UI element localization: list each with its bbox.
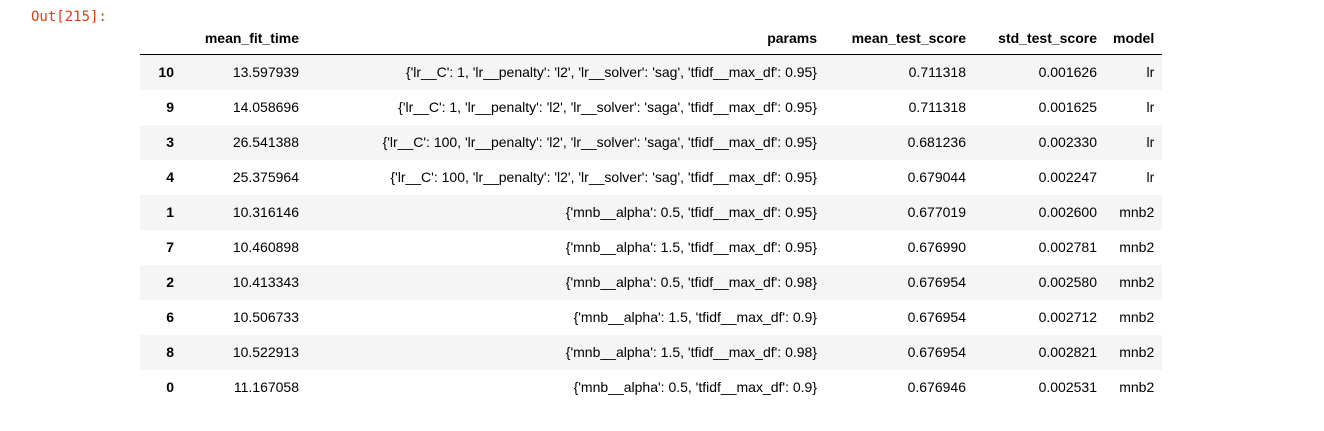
cell-std-test-score: 0.002712 bbox=[1038, 309, 1097, 325]
table-row: 9 14.058696 {'lr__C': 1, 'lr__penalty': 'l… bbox=[140, 90, 1162, 125]
cell-mean-test-score: 0.676946 bbox=[907, 379, 966, 395]
output-prompt: Out[215]: bbox=[31, 9, 107, 25]
row-index: 6 bbox=[166, 309, 174, 325]
cell-mean-test-score: 0.676954 bbox=[907, 344, 966, 360]
cell-mean-fit-time: 10.460898 bbox=[232, 239, 299, 255]
column-header-params: params bbox=[307, 21, 825, 55]
cell-mean-test-score: 0.711318 bbox=[908, 99, 966, 115]
table-row: 10 13.597939 {'lr__C': 1, 'lr__penalty': '… bbox=[140, 54, 1163, 90]
dataframe-table: mean_fit_time params mean_test_score std… bbox=[140, 21, 1163, 405]
cell-model: mnb2 bbox=[1119, 344, 1155, 360]
cell-std-test-score: 0.002247 bbox=[1038, 169, 1097, 185]
header-row: mean_fit_time params mean_test_score std… bbox=[140, 21, 1163, 55]
cell-model: lr bbox=[1146, 64, 1155, 81]
cell-params: {'mnb__alpha': 1.5, 'tfidf__max_df': 0.9… bbox=[573, 309, 817, 325]
cell-mean-fit-time: 10.522913 bbox=[232, 344, 299, 360]
row-index: 7 bbox=[166, 239, 174, 255]
cell-mean-fit-time: 10.316146 bbox=[232, 204, 299, 220]
table-row: 1 10.316146 {'mnb__alpha': 0.5, 'tfidf__ma… bbox=[140, 194, 1163, 230]
cell-params: {'mnb__alpha': 0.5, 'tfidf__max_df': 0.9… bbox=[565, 274, 817, 290]
column-header-mean-test-score: mean_test_score bbox=[825, 21, 974, 55]
row-index: 3 bbox=[166, 134, 174, 150]
column-header-model: model bbox=[1105, 21, 1163, 55]
table-row: 2 10.413343 {'mnb__alpha': 0.5, 'tfidf__ma… bbox=[140, 264, 1163, 300]
column-header-std-test-score: std_test_score bbox=[974, 21, 1105, 55]
table-row: 3 26.541388 {'lr__C': 100, 'lr__penalty': … bbox=[140, 124, 1163, 160]
cell-model: mnb2 bbox=[1119, 204, 1155, 220]
cell-mean-test-score: 0.679044 bbox=[907, 169, 966, 185]
cell-mean-test-score: 0.676990 bbox=[907, 239, 966, 255]
cell-mean-test-score: 0.677019 bbox=[907, 204, 966, 220]
cell-model: mnb2 bbox=[1119, 309, 1155, 325]
cell-params: {'mnb__alpha': 0.5, 'tfidf__max_df': 0.9… bbox=[573, 379, 817, 395]
row-index: 1 bbox=[166, 204, 174, 220]
table-row: 6 10.506733 {'mnb__alpha': 1.5, 'tfidf__ma… bbox=[140, 300, 1162, 335]
cell-std-test-score: 0.002781 bbox=[1038, 239, 1097, 255]
cell-std-test-score: 0.002531 bbox=[1038, 379, 1097, 395]
table-row: 0 11.167058 {'mnb__alpha': 0.5, 'tfidf__ma… bbox=[140, 370, 1162, 405]
cell-params: {'lr__C': 100, 'lr__penalty': 'l2', 'lr_… bbox=[382, 134, 817, 150]
cell-mean-fit-time: 13.597939 bbox=[232, 64, 299, 81]
row-index: 4 bbox=[166, 169, 174, 185]
table-row: 8 10.522913 {'mnb__alpha': 1.5, 'tfidf__ma… bbox=[140, 334, 1163, 370]
cell-mean-fit-time: 10.506733 bbox=[232, 309, 299, 325]
cell-model: lr bbox=[1146, 99, 1155, 115]
cell-std-test-score: 0.002600 bbox=[1038, 204, 1097, 220]
cell-mean-fit-time: 10.413343 bbox=[232, 274, 299, 290]
cell-model: mnb2 bbox=[1119, 274, 1155, 290]
row-index: 2 bbox=[166, 274, 174, 290]
cell-mean-fit-time: 14.058696 bbox=[232, 99, 299, 115]
row-index: 9 bbox=[166, 99, 174, 115]
table-row: 4 25.375964 {'lr__C': 100, 'lr__penalty': … bbox=[140, 160, 1162, 195]
cell-mean-fit-time: 26.541388 bbox=[232, 134, 299, 150]
cell-mean-fit-time: 11.167058 bbox=[233, 379, 299, 395]
cell-mean-test-score: 0.681236 bbox=[907, 134, 966, 150]
cell-std-test-score: 0.001626 bbox=[1038, 64, 1097, 81]
index-header bbox=[140, 21, 182, 55]
row-index: 8 bbox=[166, 344, 174, 360]
cell-model: lr bbox=[1146, 134, 1155, 150]
cell-mean-test-score: 0.676954 bbox=[907, 274, 966, 290]
cell-mean-test-score: 0.676954 bbox=[907, 309, 966, 325]
row-index: 10 bbox=[158, 64, 174, 81]
table-row: 7 10.460898 {'mnb__alpha': 1.5, 'tfidf__ma… bbox=[140, 230, 1162, 265]
cell-params: {'lr__C': 1, 'lr__penalty': 'l2', 'lr__s… bbox=[398, 99, 817, 115]
cell-std-test-score: 0.001625 bbox=[1038, 99, 1097, 115]
cell-model: lr bbox=[1146, 169, 1155, 185]
cell-std-test-score: 0.002580 bbox=[1038, 274, 1097, 290]
row-index: 0 bbox=[166, 379, 174, 395]
cell-mean-fit-time: 25.375964 bbox=[232, 169, 299, 185]
dataframe-output: mean_fit_time params mean_test_score std… bbox=[140, 21, 1163, 405]
column-header-mean-fit-time: mean_fit_time bbox=[182, 21, 307, 55]
cell-params: {'mnb__alpha': 1.5, 'tfidf__max_df': 0.9… bbox=[565, 239, 817, 255]
cell-model: mnb2 bbox=[1119, 379, 1155, 395]
cell-params: {'mnb__alpha': 1.5, 'tfidf__max_df': 0.9… bbox=[565, 344, 817, 360]
cell-params: {'mnb__alpha': 0.5, 'tfidf__max_df': 0.9… bbox=[565, 204, 817, 220]
cell-model: mnb2 bbox=[1119, 239, 1155, 255]
cell-params: {'lr__C': 100, 'lr__penalty': 'l2', 'lr_… bbox=[390, 169, 817, 185]
cell-mean-test-score: 0.711318 bbox=[908, 64, 966, 81]
cell-std-test-score: 0.002330 bbox=[1038, 134, 1097, 150]
cell-params: {'lr__C': 1, 'lr__penalty': 'l2', 'lr__s… bbox=[405, 64, 817, 81]
cell-std-test-score: 0.002821 bbox=[1038, 344, 1097, 360]
